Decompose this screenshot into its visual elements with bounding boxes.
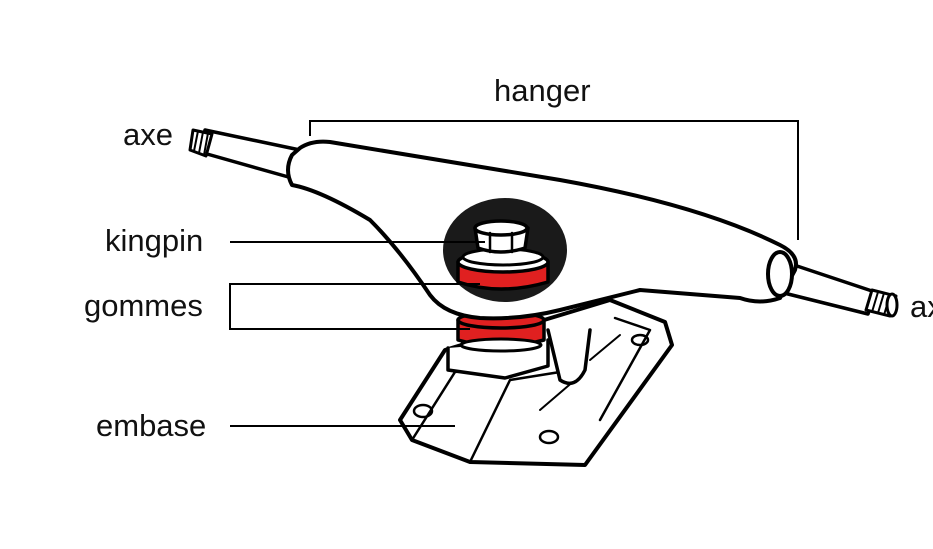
right-axle [780, 262, 897, 316]
embase-label: embase [96, 410, 206, 441]
hanger-label: hanger [494, 75, 591, 106]
kingpin-label: kingpin [105, 225, 203, 256]
kingpin-nut [475, 221, 528, 252]
axe-right-label: axe [910, 291, 933, 322]
left-axle [190, 130, 300, 178]
axe-left-label: axe [123, 119, 173, 150]
gommes-label: gommes [84, 290, 203, 321]
